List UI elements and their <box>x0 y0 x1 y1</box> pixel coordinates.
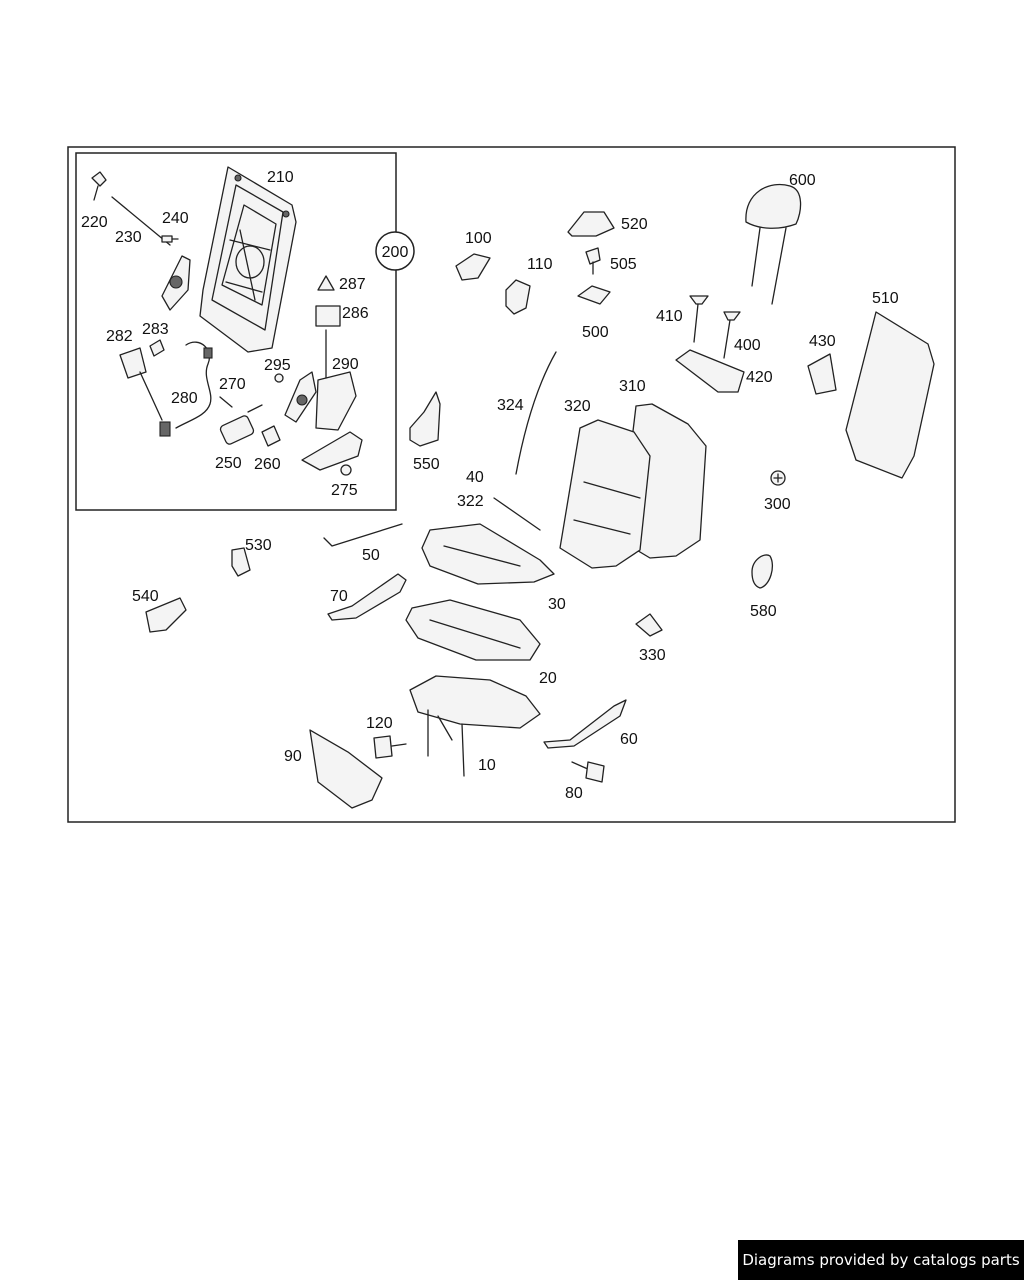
callout-322: 322 <box>457 493 484 510</box>
part-220-release-knob[interactable] <box>91 171 107 201</box>
part-120-bolt[interactable] <box>373 735 407 759</box>
callout-320: 320 <box>564 398 591 415</box>
callout-290: 290 <box>332 356 359 373</box>
callout-50: 50 <box>362 547 380 564</box>
part-260-gear-housing[interactable] <box>261 425 281 447</box>
callout-310: 310 <box>619 378 646 395</box>
callout-70: 70 <box>330 588 348 605</box>
part-430-buckle[interactable] <box>807 353 837 395</box>
callout-60: 60 <box>620 731 638 748</box>
part-20-cushion-foam[interactable] <box>405 599 541 661</box>
part-320-backrest-cover[interactable] <box>559 419 651 569</box>
callout-295: 295 <box>264 357 291 374</box>
part-290-adjuster-mechanism[interactable] <box>315 329 357 431</box>
callout-250: 250 <box>215 455 242 472</box>
callout-520: 520 <box>621 216 648 233</box>
part-90-trim-panel[interactable] <box>309 729 383 809</box>
callout-420: 420 <box>746 369 773 386</box>
part-500-latch[interactable] <box>577 285 611 305</box>
part-287-cap[interactable] <box>317 275 335 291</box>
callout-287: 287 <box>339 276 366 293</box>
part-295-bolt[interactable] <box>274 373 284 383</box>
callout-282: 282 <box>106 328 133 345</box>
part-recliner-plate-right[interactable] <box>284 371 317 423</box>
callout-280: 280 <box>171 390 198 407</box>
part-300-screw[interactable] <box>770 470 786 486</box>
part-420-bracket[interactable] <box>675 349 745 393</box>
part-recliner-plate-left[interactable] <box>161 255 191 311</box>
callout-40: 40 <box>466 469 484 486</box>
part-505-bolt[interactable] <box>585 247 601 275</box>
part-282-bracket[interactable] <box>119 347 147 379</box>
callout-260: 260 <box>254 456 281 473</box>
callout-20: 20 <box>539 670 557 687</box>
callout-210: 210 <box>267 169 294 186</box>
part-280-wiring-harness[interactable] <box>139 341 213 437</box>
callout-120: 120 <box>366 715 393 732</box>
group-marker-200: 200 <box>375 231 415 271</box>
part-100-trim-cover[interactable] <box>455 253 491 281</box>
part-30-cushion-cover[interactable] <box>421 523 555 585</box>
callout-286: 286 <box>342 305 369 322</box>
callout-220: 220 <box>81 214 108 231</box>
part-270-screw[interactable] <box>219 396 233 408</box>
part-240-screw[interactable] <box>161 235 179 243</box>
part-283-clip[interactable] <box>149 339 165 357</box>
callout-90: 90 <box>284 748 302 765</box>
part-600-headrest[interactable] <box>745 184 802 305</box>
callout-500: 500 <box>582 324 609 341</box>
part-10-seat-frame[interactable] <box>409 675 541 777</box>
callout-330: 330 <box>639 647 666 664</box>
part-286-cover[interactable] <box>315 305 341 327</box>
footer-attribution-banner: Diagrams provided by catalogs parts <box>738 1240 1024 1280</box>
callout-510: 510 <box>872 290 899 307</box>
part-580-cap[interactable] <box>751 554 774 589</box>
callout-600: 600 <box>789 172 816 189</box>
part-540-trim[interactable] <box>145 597 187 633</box>
callout-540: 540 <box>132 588 159 605</box>
callout-300: 300 <box>764 496 791 513</box>
callout-550: 550 <box>413 456 440 473</box>
part-400-guide-sleeve[interactable] <box>723 311 741 359</box>
part-110-cover[interactable] <box>505 279 531 315</box>
subassembly-frame <box>75 152 397 511</box>
diagram-frame <box>67 146 956 823</box>
callout-580: 580 <box>750 603 777 620</box>
callout-324: 324 <box>497 397 524 414</box>
part-210-backrest-frame[interactable] <box>199 166 297 353</box>
part-70-bracket[interactable] <box>327 573 407 621</box>
callout-100: 100 <box>465 230 492 247</box>
callout-240: 240 <box>162 210 189 227</box>
part-410-guide-sleeve[interactable] <box>689 295 709 343</box>
part-250-motor[interactable] <box>219 404 263 445</box>
callout-430: 430 <box>809 333 836 350</box>
callout-30: 30 <box>548 596 566 613</box>
callout-530: 530 <box>245 537 272 554</box>
part-530-bracket[interactable] <box>231 547 251 577</box>
part-322-rod[interactable] <box>493 497 541 531</box>
part-275-nut[interactable] <box>301 431 363 476</box>
callout-275: 275 <box>331 482 358 499</box>
callout-80: 80 <box>565 785 583 802</box>
callout-270: 270 <box>219 376 246 393</box>
part-60-bracket[interactable] <box>543 699 627 749</box>
part-50-rod[interactable] <box>323 523 403 547</box>
footer-banner-text: Diagrams provided by catalogs parts <box>742 1251 1020 1269</box>
callout-10: 10 <box>478 757 496 774</box>
callout-283: 283 <box>142 321 169 338</box>
callout-400: 400 <box>734 337 761 354</box>
part-80-bolt[interactable] <box>571 761 605 783</box>
part-230-rod[interactable] <box>111 196 171 246</box>
group-marker-label: 200 <box>382 244 409 261</box>
part-550-belt-guide[interactable] <box>409 391 441 447</box>
callout-230: 230 <box>115 229 142 246</box>
callout-505: 505 <box>610 256 637 273</box>
callout-410: 410 <box>656 308 683 325</box>
part-330-clip[interactable] <box>635 613 663 637</box>
callout-110: 110 <box>527 256 553 273</box>
part-324-wire[interactable] <box>515 351 557 475</box>
part-520-cover[interactable] <box>567 211 615 237</box>
part-510-back-panel[interactable] <box>845 311 935 479</box>
